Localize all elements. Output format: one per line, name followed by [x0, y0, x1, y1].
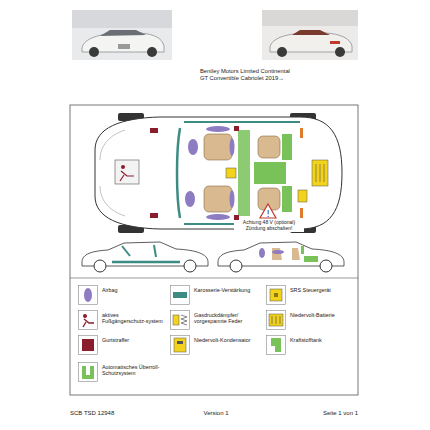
legend-icon	[78, 335, 98, 355]
legend-swatch	[84, 288, 92, 302]
legend-icon	[78, 285, 98, 305]
legend-icon	[266, 335, 286, 355]
legend-item: aktives Fußgängerschutz-system	[78, 310, 168, 332]
legend-text: Karosserie-Verstärkung	[194, 287, 256, 293]
legend-text: Automatisches Überroll-Schutzsystem	[102, 364, 164, 377]
legend-icon	[170, 285, 190, 305]
legend-item: Airbag	[78, 285, 168, 307]
legend-icon	[78, 310, 98, 330]
legend-text: Airbag	[102, 287, 164, 293]
footer-text: Version 1	[186, 410, 246, 417]
car-top-view: !	[95, 113, 342, 233]
legend-text: Niedervolt-Batterie	[290, 312, 352, 318]
legend-icon	[170, 310, 190, 330]
legend-icon	[78, 362, 98, 382]
legend-icon	[266, 310, 286, 330]
title: Bentley Motors Limited Continental GT Co…	[200, 68, 296, 81]
photo-rear	[262, 10, 358, 60]
legend-item: Gurtstraffer	[78, 335, 168, 357]
legend-item: SRS Steuergerät	[266, 285, 356, 307]
legend-item: Kraftstofftank	[266, 335, 356, 357]
legend-text: SRS Steuergerät	[290, 287, 352, 293]
legend-item: Automatisches Überroll-Schutzsystem	[78, 362, 168, 384]
svg-text:!: !	[266, 210, 269, 219]
legend-item: Niedervolt-Batterie	[266, 310, 356, 332]
legend-swatch	[82, 339, 94, 351]
warning-note: Achtung 48 V (optional) Zündung abschalt…	[234, 220, 304, 232]
legend-text: Niedervolt-Kondensator	[194, 337, 256, 343]
legend-text: Gasdruckdämpfer/ vorgespannte Feder	[194, 312, 256, 325]
footer-text: SCB TSD 12948	[70, 410, 140, 417]
legend-item: Karosserie-Verstärkung	[170, 285, 260, 307]
legend-icon	[266, 285, 286, 305]
legend-item: Gasdruckdämpfer/ vorgespannte Feder	[170, 310, 260, 332]
legend-text: Kraftstofftank	[290, 337, 352, 343]
legend-text: aktives Fußgängerschutz-system	[102, 312, 164, 325]
legend-swatch	[271, 338, 281, 352]
legend-swatch	[173, 292, 187, 298]
photo-front	[72, 10, 172, 60]
legend-item: Niedervolt-Kondensator	[170, 335, 260, 357]
frame	[70, 105, 358, 395]
car-side-left	[82, 242, 208, 272]
legend-icon	[170, 335, 190, 355]
footer-text: Seite 1 von 1	[300, 410, 358, 417]
legend-swatch	[82, 366, 94, 379]
car-side-right	[218, 242, 344, 272]
legend-text: Gurtstraffer	[102, 337, 164, 343]
